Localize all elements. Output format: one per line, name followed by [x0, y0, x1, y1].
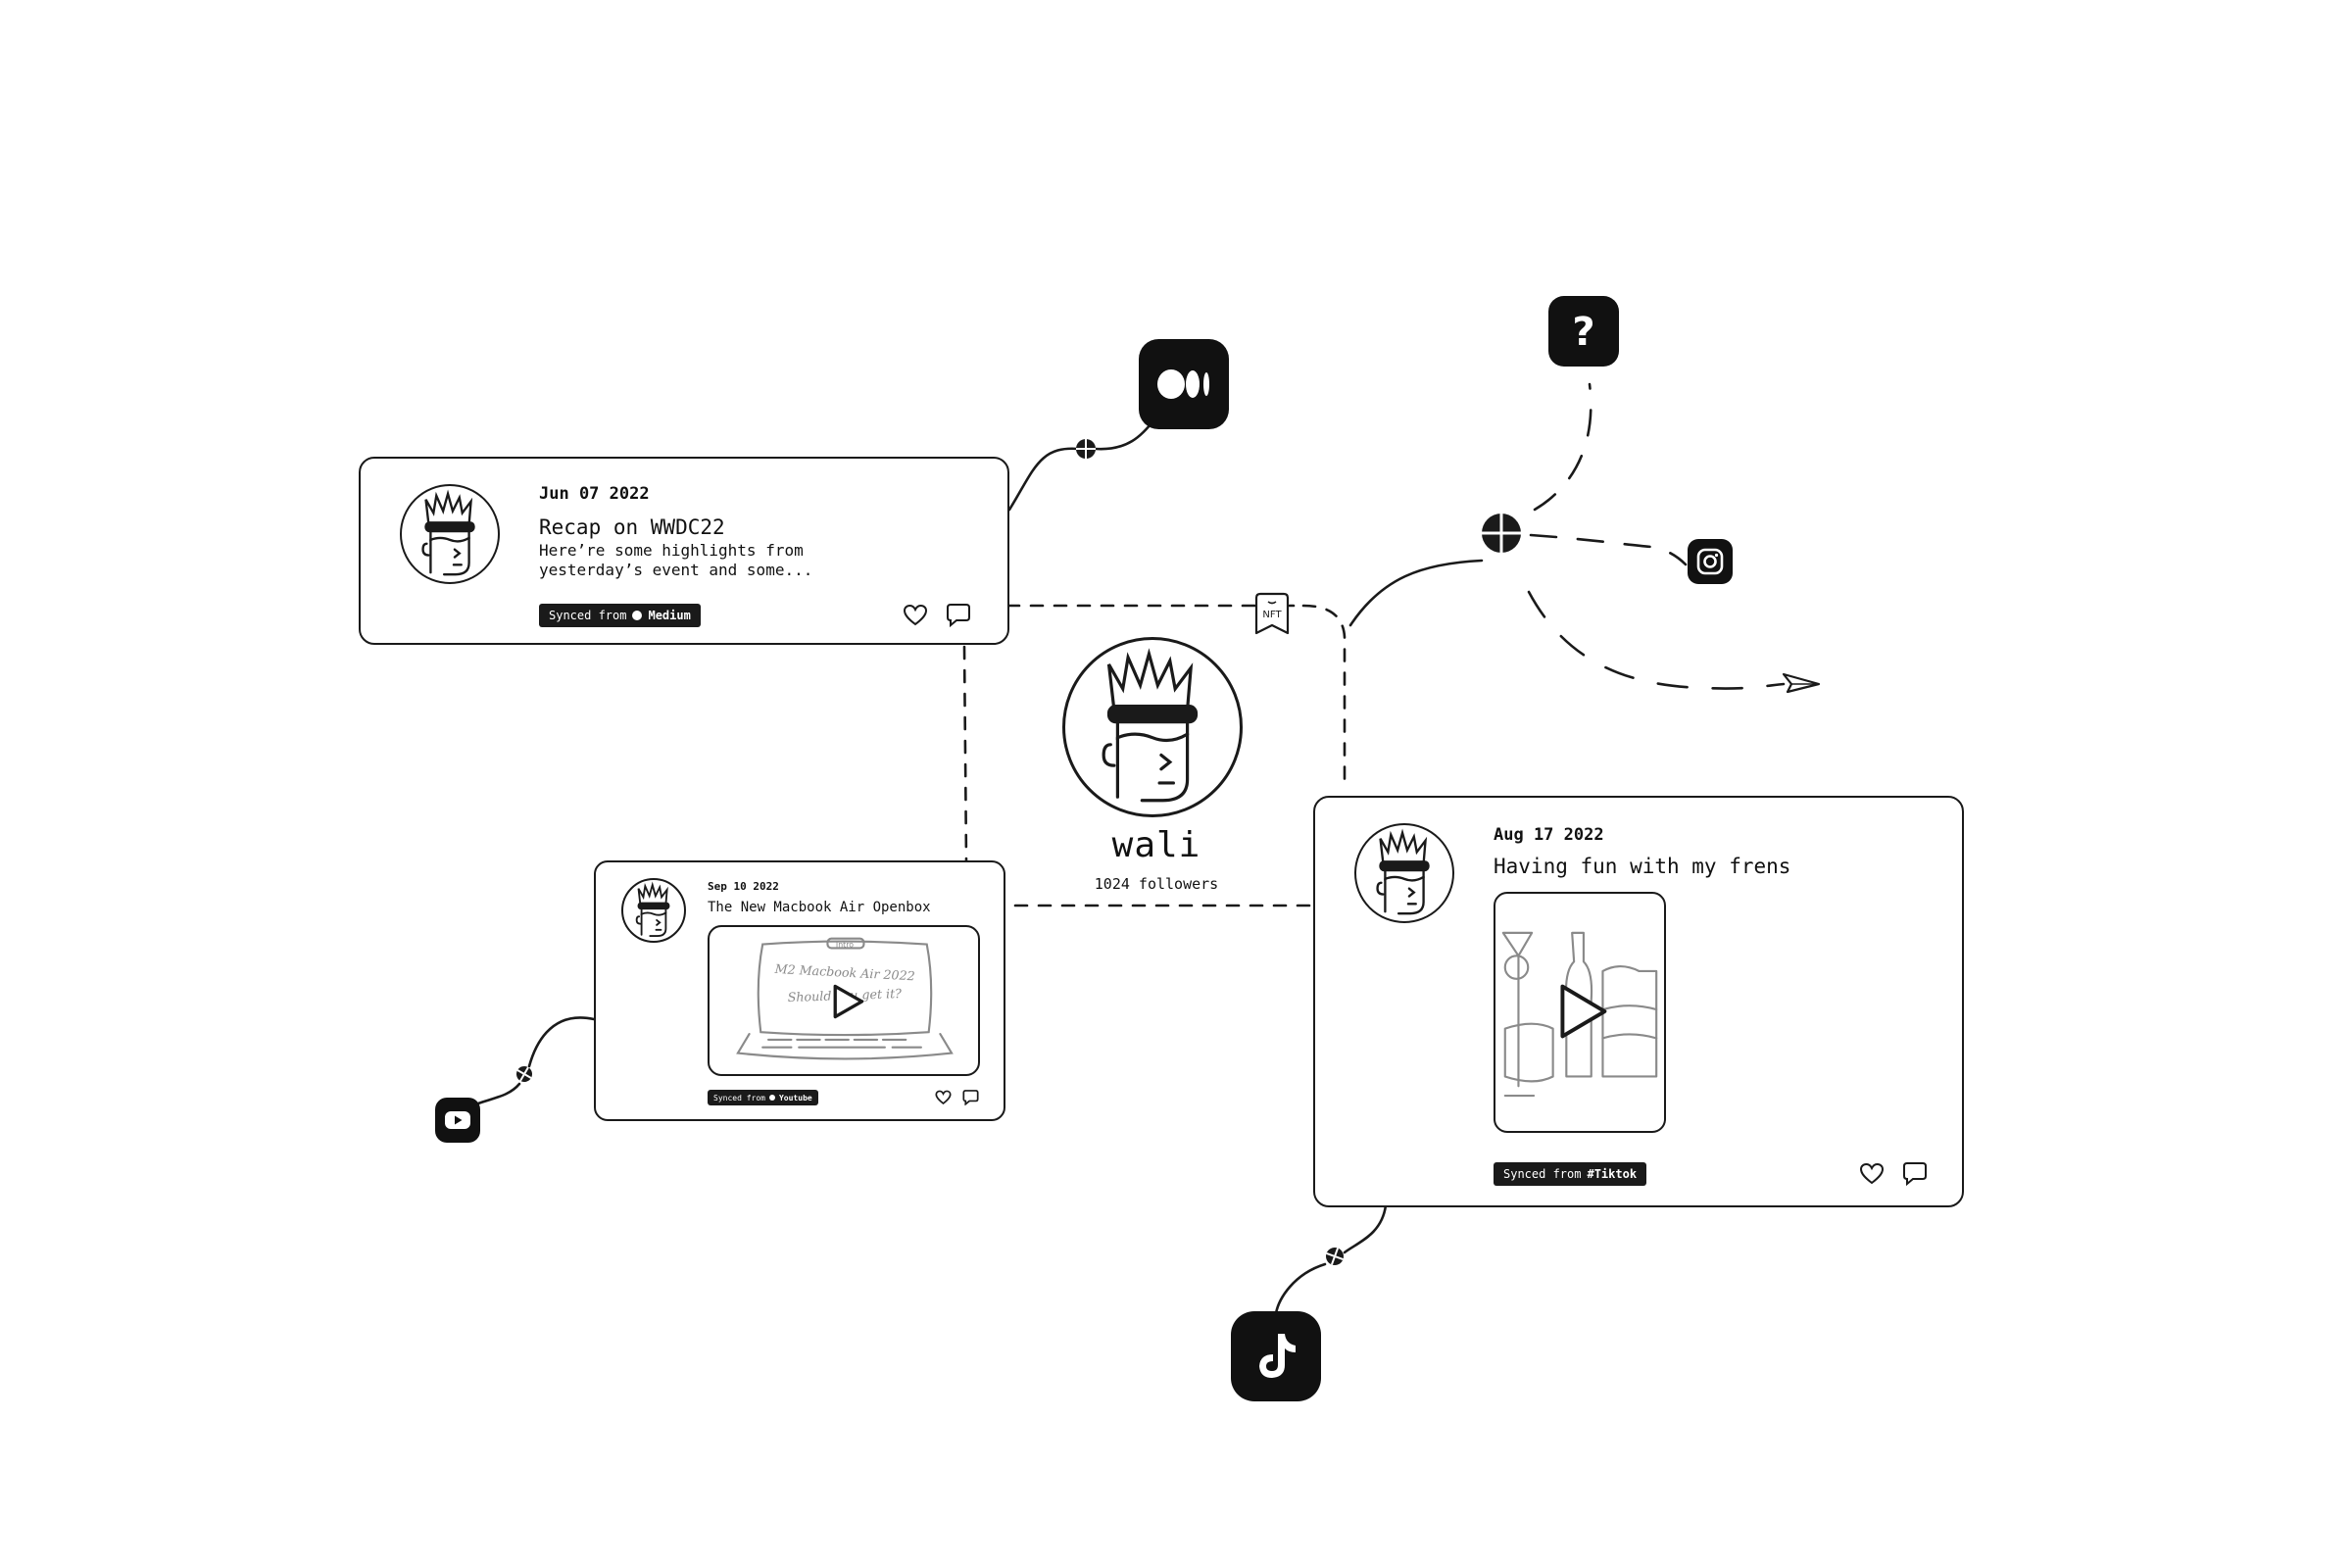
like-button[interactable]: [903, 604, 928, 627]
post-title[interactable]: The New Macbook Air Openbox: [708, 900, 931, 915]
junction-knot: [1326, 1248, 1344, 1265]
profile-name[interactable]: wali: [1111, 825, 1201, 865]
paper-plane-icon: [1782, 672, 1821, 694]
post-card-youtube[interactable]: Sep 10 2022 The New Macbook Air Openbox …: [594, 860, 1005, 1121]
comment-button[interactable]: [962, 1089, 979, 1105]
comment-button[interactable]: [1902, 1160, 1928, 1186]
post-excerpt-line-1: Here’re some highlights from: [539, 541, 804, 560]
medium-icon: [632, 611, 643, 620]
synced-source: Youtube: [778, 1093, 812, 1102]
post-excerpt-line-2: yesterday’s event and some...: [539, 561, 813, 579]
post-date: Sep 10 2022: [708, 880, 779, 893]
youtube-icon: [768, 1095, 775, 1101]
tiktok-connector: [1274, 1262, 1327, 1315]
comment-icon: [962, 1090, 979, 1105]
profile-followers[interactable]: 1024 followers: [1094, 875, 1219, 893]
post-title[interactable]: Recap on WWDC22: [539, 515, 725, 539]
synced-label: Synced from: [713, 1093, 765, 1102]
synced-label: Synced from: [1503, 1167, 1582, 1181]
synced-source: #Tiktok: [1587, 1167, 1638, 1181]
thumb-text-line-1: M2 Macbook Air 2022: [773, 961, 915, 984]
avatar-icon: [635, 881, 670, 937]
unknown-node[interactable]: ?: [1548, 296, 1619, 367]
medium-node[interactable]: [1139, 339, 1229, 429]
avatar-icon: [1102, 648, 1199, 803]
avatar: [621, 878, 686, 943]
youtube-connector: [476, 1082, 521, 1105]
comment-button[interactable]: [946, 602, 971, 627]
synced-source: Medium: [648, 609, 691, 622]
network-connector: [1527, 590, 1786, 690]
post-title[interactable]: Having fun with my frens: [1494, 855, 1791, 878]
instagram-icon: [1696, 548, 1724, 575]
nft-label: NFT: [1262, 610, 1282, 620]
screen-label: Intro: [836, 940, 854, 949]
post-date: Jun 07 2022: [539, 484, 650, 504]
youtube-connector: [527, 1016, 596, 1068]
like-button[interactable]: [935, 1090, 952, 1105]
play-icon[interactable]: [1560, 984, 1607, 1039]
instagram-node[interactable]: [1688, 539, 1733, 584]
avatar-icon: [421, 489, 475, 576]
synced-badge[interactable]: Synced from #Tiktok: [1494, 1162, 1647, 1186]
youtube-icon: [445, 1111, 470, 1129]
network-connector: [1348, 559, 1484, 627]
avatar-icon: [1376, 828, 1430, 915]
synced-badge[interactable]: Synced from Youtube: [708, 1090, 818, 1105]
nft-bookmark-icon: NFT: [1254, 592, 1290, 635]
heart-icon: [935, 1090, 952, 1104]
avatar: [400, 484, 500, 584]
profile-avatar[interactable]: [1062, 637, 1243, 817]
comment-icon: [947, 604, 970, 627]
medium-connector: [1007, 447, 1080, 512]
tiktok-node[interactable]: [1231, 1311, 1321, 1401]
medium-icon: [1157, 369, 1209, 399]
nft-tag[interactable]: NFT: [1252, 592, 1292, 637]
youtube-node[interactable]: [435, 1098, 480, 1143]
network-connector: [1529, 533, 1688, 566]
network-connector: [1533, 382, 1592, 512]
play-icon[interactable]: [833, 984, 864, 1019]
avatar: [1354, 823, 1454, 923]
dashed-connector: [962, 645, 968, 862]
video-thumbnail[interactable]: [1494, 892, 1666, 1133]
synced-badge[interactable]: Synced from Medium: [539, 604, 701, 627]
heart-icon: [903, 604, 928, 626]
junction-knot: [1076, 439, 1096, 459]
question-mark-glyph: ?: [1572, 310, 1594, 353]
like-button[interactable]: [1859, 1162, 1885, 1186]
tiktok-icon: [1259, 1334, 1296, 1378]
synced-label: Synced from: [549, 609, 627, 622]
network-hub-knot: [1482, 514, 1521, 553]
heart-icon: [1859, 1162, 1885, 1185]
comment-icon: [1903, 1162, 1927, 1186]
question-mark-icon: ?: [1572, 310, 1594, 353]
tiktok-connector: [1343, 1203, 1388, 1254]
post-date: Aug 17 2022: [1494, 825, 1604, 845]
party-sketch: [1501, 931, 1658, 1098]
send-node[interactable]: [1782, 670, 1821, 698]
video-thumbnail[interactable]: Intro M2 Macbook Air 2022 Should you get…: [708, 925, 980, 1076]
post-card-medium[interactable]: Jun 07 2022 Recap on WWDC22 Here’re some…: [359, 457, 1009, 645]
post-card-tiktok[interactable]: Aug 17 2022 Having fun with my frens Syn…: [1313, 796, 1964, 1207]
laptop-sketch: Intro M2 Macbook Air 2022 Should you get…: [736, 937, 954, 1060]
dashed-connector: [1301, 604, 1347, 786]
junction-knot: [516, 1066, 532, 1082]
